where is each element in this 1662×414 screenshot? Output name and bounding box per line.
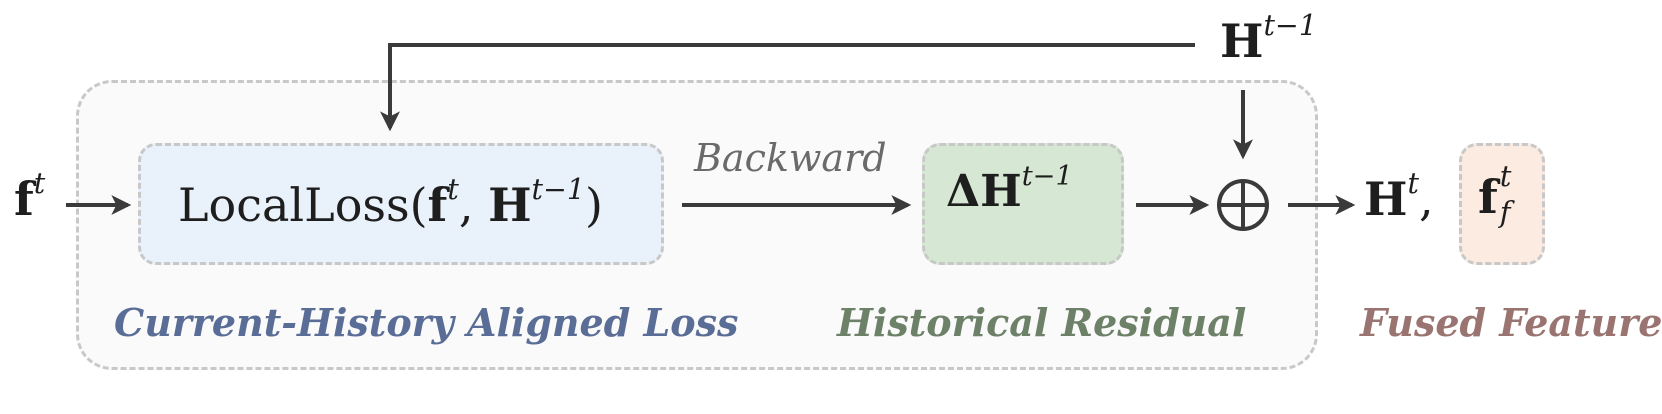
output-comma: , [1418,172,1434,226]
local-loss-box [138,143,664,265]
residual-h: H [980,166,1022,217]
output-h-sup: t [1407,166,1419,200]
local-loss-h-sup: t−1 [531,172,586,206]
output-h-label: Ht, [1364,167,1434,226]
input-f-sup: t [33,166,46,200]
backward-label: Backward [694,136,887,180]
caption-aligned-loss: Current-History Aligned Loss [114,300,739,345]
caption-fused-feature: Fused Feature [1360,300,1662,345]
output-h-symbol: H [1364,172,1408,226]
residual-formula: ΔHt−1 [946,161,1073,217]
output-f-symbol: f [1478,170,1498,224]
input-f-label: ft [14,167,45,226]
sum-operator-icon [1217,179,1269,231]
local-loss-f: f [427,178,448,232]
fused-feature-box [1459,143,1545,265]
output-f-sub: f [1499,195,1511,229]
caption-historical-residual: Historical Residual [837,300,1247,345]
local-loss-f-sup: t [447,172,459,206]
history-h-sup: t−1 [1263,8,1317,42]
input-f-symbol: f [14,172,34,226]
local-loss-comma: , [458,178,474,232]
output-f-sup: t [1499,159,1512,193]
local-loss-h: H [488,178,532,232]
history-h-symbol: H [1220,14,1264,68]
local-loss-name: LocalLoss( [178,178,428,232]
history-h-label: Ht−1 [1220,9,1317,68]
residual-box [922,143,1124,265]
residual-delta: Δ [946,166,981,217]
residual-h-sup: t−1 [1021,160,1073,192]
local-loss-close: ) [585,178,603,232]
local-loss-formula: LocalLoss(ft, Ht−1) [178,173,603,232]
feedback-loop-arrow [380,43,1195,132]
